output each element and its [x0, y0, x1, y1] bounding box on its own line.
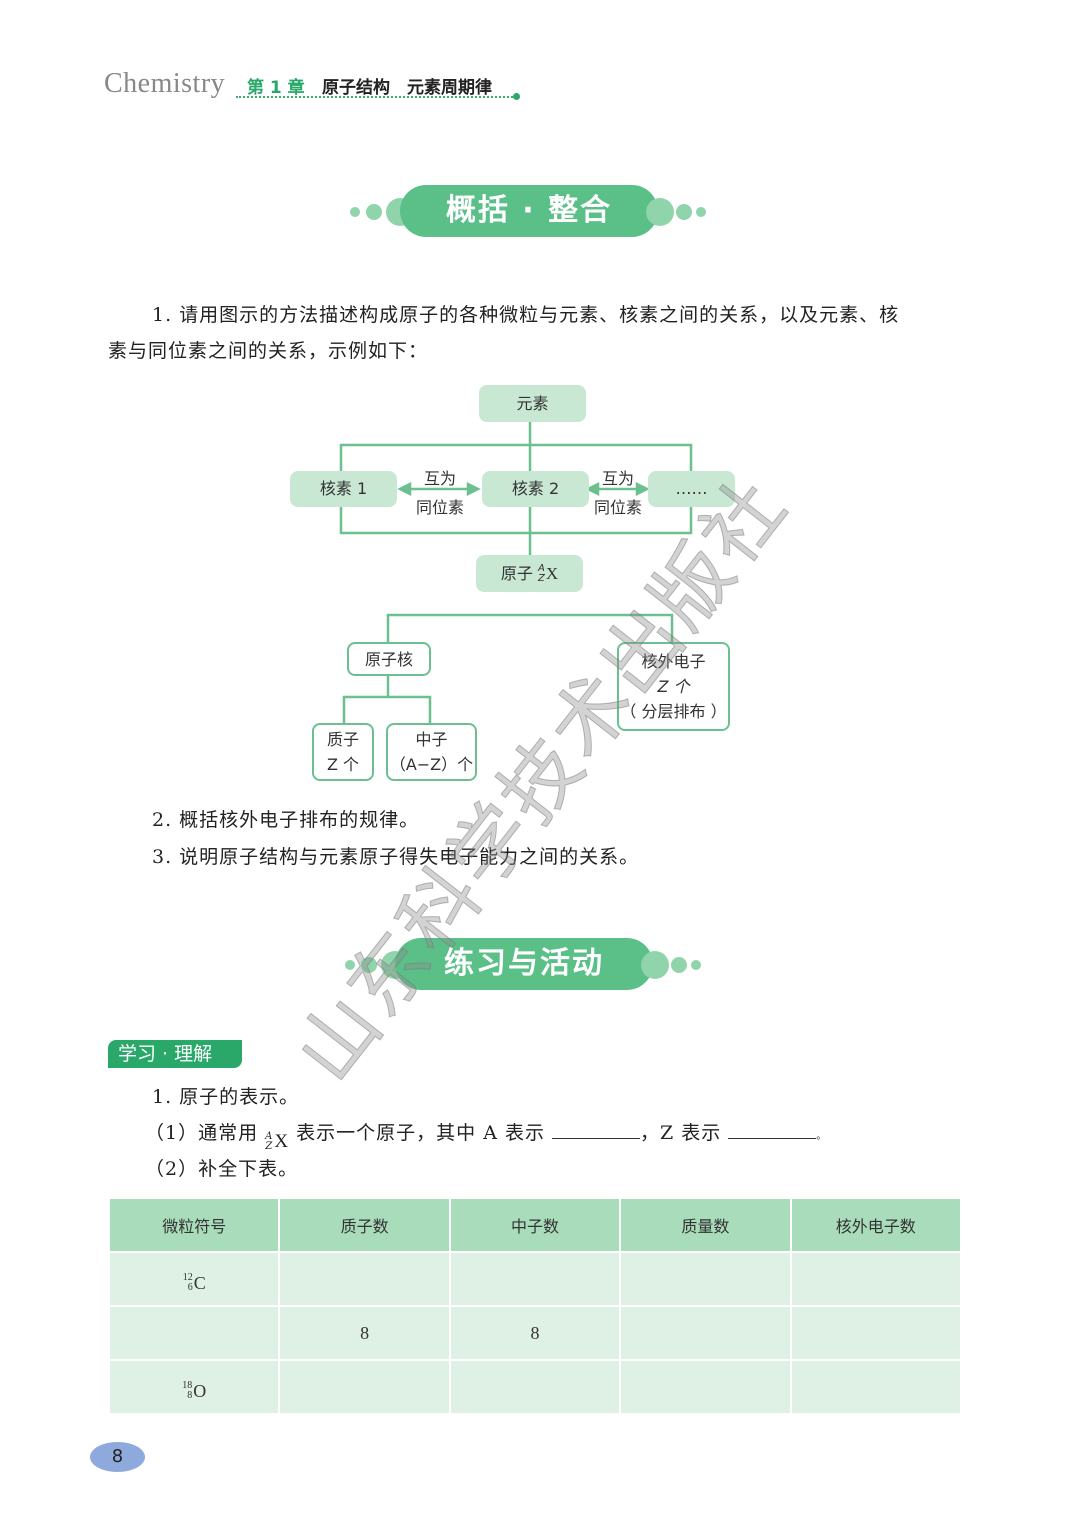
atomic-number-symbol: Z — [537, 572, 545, 584]
particle-symbol-cell[interactable] — [107, 1305, 281, 1361]
atomic-number-symbol: Z — [265, 1141, 274, 1152]
table-cell[interactable] — [278, 1359, 451, 1415]
table-cell[interactable] — [789, 1359, 963, 1415]
header-subject: Chemistry — [104, 68, 226, 99]
isotope-label-bottom: 同位素 — [593, 498, 642, 517]
table-cell[interactable] — [619, 1251, 792, 1307]
table-cell[interactable]: 8 — [448, 1305, 622, 1361]
atomic-number: 6 — [187, 1282, 193, 1294]
atom-label: 原子 — [500, 563, 533, 583]
table-cell[interactable] — [619, 1359, 792, 1415]
table-cell[interactable] — [789, 1251, 963, 1307]
section-banner-exercises: 练习与活动 — [395, 938, 653, 990]
node-protons: 质子 Z 个 — [312, 723, 374, 781]
element-symbol: X — [545, 563, 559, 583]
mass-number-symbol: A — [265, 1131, 274, 1142]
table-cell[interactable] — [278, 1251, 451, 1307]
protons-line: Z 个 — [326, 755, 360, 774]
banner-dot — [345, 960, 355, 970]
part-1-text: 表示一个原子，其中 A 表示 — [289, 1122, 545, 1144]
table-row: 8 8 — [107, 1305, 963, 1361]
table-cell[interactable] — [448, 1251, 622, 1307]
node-nuclide-1: 核素 1 — [290, 471, 397, 507]
question-1-line1: 1. 请用图示的方法描述构成原子的各种微粒与元素、核素之间的关系，以及元素、核 — [152, 304, 900, 326]
neutrons-line: 中子 — [415, 730, 448, 749]
part-1-text: （1）通常用 — [145, 1122, 259, 1144]
header-chapter: 第 1 章 — [247, 78, 305, 98]
header-divider — [236, 96, 516, 98]
column-header: 微粒符号 — [107, 1197, 281, 1253]
column-header: 中子数 — [448, 1197, 622, 1253]
banner-dot — [696, 207, 706, 217]
isotope-label-bottom: 同位素 — [415, 498, 464, 517]
table-cell[interactable] — [789, 1305, 963, 1361]
diagram-connectors — [339, 422, 693, 723]
node-nuclide-2: 核素 2 — [482, 471, 589, 507]
answer-blank-A[interactable] — [552, 1118, 640, 1139]
node-nucleus: 原子核 — [347, 642, 431, 676]
nucleus-label: 原子核 — [364, 649, 413, 669]
mass-number: 18 — [182, 1380, 193, 1392]
banner-dot — [366, 204, 382, 220]
table-cell[interactable] — [619, 1305, 792, 1361]
exercise-1-part-2: （2）补全下表。 — [145, 1158, 299, 1180]
element-symbol: O — [193, 1380, 207, 1401]
mass-number: 12 — [182, 1272, 193, 1284]
mass-number-symbol: A — [538, 562, 545, 574]
node-element: 元素 — [479, 385, 586, 422]
banner-dot — [641, 951, 669, 979]
atomic-number: 8 — [187, 1390, 193, 1402]
part-1-text: ，Z 表示 — [640, 1122, 722, 1144]
table-header-row: 微粒符号 质子数 中子数 质量数 核外电子数 — [107, 1197, 963, 1253]
page-number: 8 — [90, 1442, 145, 1472]
banner-dot — [676, 204, 692, 220]
question-1-line2: 素与同位素之间的关系，示例如下： — [108, 340, 429, 362]
banner-dot — [691, 960, 701, 970]
column-header: 质子数 — [278, 1197, 451, 1253]
element-symbol: C — [193, 1272, 206, 1293]
section-banner-summary: 概括 · 整合 — [400, 185, 658, 237]
protons-line: 质子 — [326, 730, 359, 749]
banner-dot — [361, 957, 377, 973]
table-cell[interactable] — [448, 1359, 622, 1415]
electrons-line: 核外电子 — [641, 652, 706, 671]
exercise-1: 1. 原子的表示。 — [152, 1086, 300, 1108]
answer-blank-Z[interactable] — [728, 1118, 817, 1139]
column-header: 质量数 — [619, 1197, 792, 1253]
isotope-label-top: 互为 — [601, 469, 634, 488]
banner-dot — [671, 957, 687, 973]
column-header: 核外电子数 — [789, 1197, 963, 1253]
node-neutrons: 中子 （A−Z）个 — [386, 723, 477, 781]
part-1-text: 。 — [816, 1131, 828, 1142]
electrons-line: Z 个 — [657, 677, 690, 696]
element-symbol: X — [274, 1131, 290, 1152]
neutrons-line: （A−Z）个 — [389, 755, 474, 774]
subsection-tag: 学习 · 理解 — [108, 1040, 242, 1068]
isotope-label-top: 互为 — [423, 469, 456, 488]
banner-dot — [646, 198, 674, 226]
header-title: 原子结构 元素周期律 — [322, 78, 492, 98]
electrons-line: （ 分层排布 ） — [620, 702, 727, 721]
table-cell[interactable]: 8 — [278, 1305, 451, 1361]
node-more: …… — [648, 471, 735, 507]
node-electrons: 核外电子 Z 个 （ 分层排布 ） — [617, 642, 730, 731]
header-dot — [513, 93, 520, 100]
question-2: 2. 概括核外电子排布的规律。 — [152, 809, 420, 831]
banner-dot — [350, 207, 360, 217]
question-3: 3. 说明原子结构与元素原子得失电子能力之间的关系。 — [152, 846, 640, 868]
